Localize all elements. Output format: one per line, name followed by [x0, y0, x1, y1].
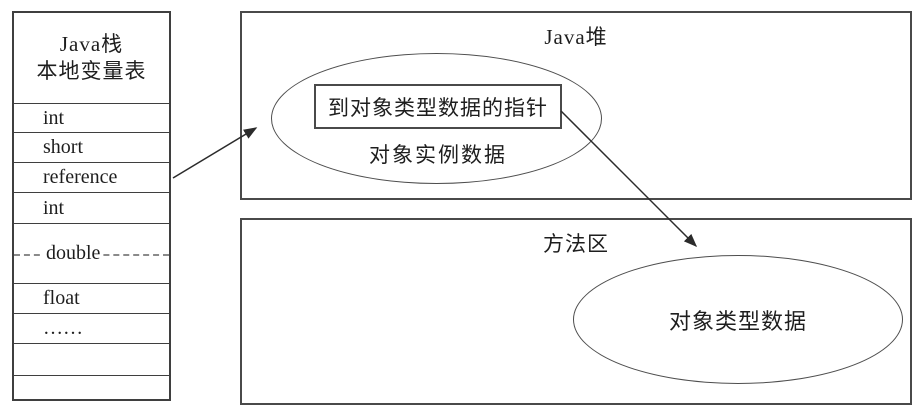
stack-row-label: reference	[43, 166, 118, 188]
method-area-title: 方法区	[543, 232, 609, 256]
object-type-data-label: 对象类型数据	[668, 308, 807, 334]
stack-row-label: float	[43, 287, 80, 309]
stack-row-empty-1	[14, 343, 169, 375]
stack-row-double: double	[14, 223, 169, 283]
stack-row-label: ……	[43, 317, 83, 339]
stack-row-short: short	[14, 132, 169, 162]
stack-row-float: float	[14, 283, 169, 313]
stack-row-label: int	[43, 106, 65, 129]
pointer-rect-label: 到对象类型数据的指针	[328, 95, 548, 120]
java-stack-table: Java栈 本地变量表 int short reference int doub…	[12, 11, 171, 401]
stack-row-ellipsis: ……	[14, 313, 169, 343]
stack-row-int-2: int	[14, 192, 169, 223]
heap-box-title: Java堆	[544, 25, 608, 49]
object-type-data-ellipse: 对象类型数据	[573, 255, 903, 384]
stack-row-label: double	[43, 242, 104, 265]
stack-header-line1: Java栈	[59, 32, 124, 56]
method-area-box: 方法区 对象类型数据	[240, 218, 912, 405]
stack-header-line2: 本地变量表	[36, 59, 147, 83]
stack-row-int-1: int	[14, 103, 169, 132]
java-heap-box: Java堆 到对象类型数据的指针 对象实例数据	[240, 11, 912, 200]
pointer-to-type-data-rect: 到对象类型数据的指针	[314, 84, 562, 129]
stack-row-label: short	[43, 136, 83, 158]
stack-row-reference: reference	[14, 162, 169, 192]
stack-row-empty-2	[14, 375, 169, 399]
object-instance-label: 对象实例数据	[369, 143, 507, 167]
stack-table-header: Java栈 本地变量表	[14, 13, 169, 103]
stack-row-label: int	[43, 196, 65, 219]
